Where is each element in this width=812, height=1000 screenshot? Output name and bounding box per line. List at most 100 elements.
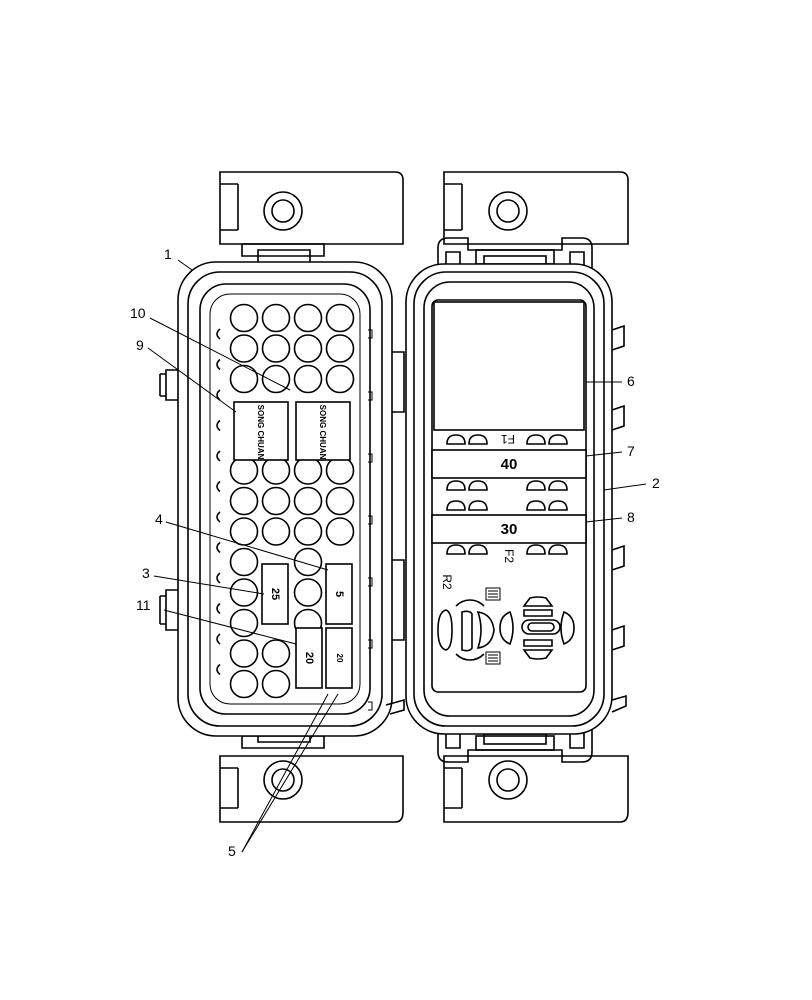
cover-fuse-slot: [446, 480, 466, 491]
terminal-cavity: [229, 364, 259, 394]
edge-notch: [368, 329, 373, 339]
terminal-cavity: [229, 303, 259, 333]
cover-fuse-slot: [468, 500, 488, 511]
terminal-cavity: [325, 334, 355, 363]
edge-pin: [216, 633, 221, 645]
cover-fuse-slot: [548, 480, 568, 491]
marking-r2: R2: [440, 574, 454, 590]
callout-7: 7: [627, 443, 635, 459]
callout-3: 3: [142, 565, 150, 581]
edge-pin: [216, 663, 221, 676]
terminal-cavity: [325, 303, 355, 333]
edge-pin: [216, 541, 221, 554]
callout-6: 6: [627, 373, 635, 389]
cover-small-slots: [485, 587, 501, 665]
edge-pin: [216, 358, 221, 371]
fuse-5-label: 5: [333, 591, 345, 597]
callout-10: 10: [130, 305, 146, 321]
maxi-fuse-30-label: 30: [501, 521, 518, 538]
right-fuse-box-cover: 40 30 F1 F2 R2: [385, 171, 629, 823]
marking-f1: F1: [501, 432, 515, 446]
callout-8: 8: [627, 509, 635, 525]
terminal-cavity: [325, 364, 355, 394]
terminal-cavity: [293, 334, 323, 363]
callout-2: 2: [652, 475, 660, 491]
edge-pin: [216, 480, 221, 493]
terminal-cavity: [325, 517, 355, 546]
terminal-cavity: [229, 334, 259, 363]
callout-5: 5: [228, 843, 236, 859]
cover-fuse-slot: [526, 480, 546, 491]
cover-fuse-slot: [468, 434, 488, 445]
edge-notch: [368, 391, 373, 401]
terminal-cavity: [293, 364, 323, 394]
terminal-cavity: [293, 486, 323, 516]
fuse-20-a: [295, 627, 323, 689]
terminal-cavity: [261, 517, 291, 546]
terminal-cavity: [293, 547, 323, 577]
terminal-cavity: [229, 547, 259, 577]
edge-notch: [368, 453, 373, 463]
cover-fuse-slot: [526, 500, 546, 511]
relay-socket-right: [499, 596, 575, 660]
terminal-cavity: [261, 639, 291, 668]
cover-fuse-slot: [548, 544, 568, 555]
fuse-5: [325, 563, 353, 625]
cover-relay-block: [433, 301, 585, 431]
terminal-cavity: [293, 578, 323, 607]
terminal-cavity: [293, 517, 323, 546]
terminal-cavity: [261, 364, 291, 394]
left-fuse-box-open: SONG CHUAN SONG CHUAN 25 5 20 20: [159, 171, 405, 823]
cover-fuse-slot: [446, 434, 466, 445]
terminal-cavity: [261, 303, 291, 333]
maxi-fuse-40: [431, 449, 587, 479]
terminal-cavity: [229, 639, 259, 668]
cover-fuse-slot: [526, 434, 546, 445]
cover-fuse-slot: [468, 480, 488, 491]
edge-notch: [368, 577, 373, 587]
callout-9: 9: [136, 337, 144, 353]
edge-notch: [368, 701, 373, 711]
edge-notch: [368, 639, 373, 649]
callout-1: 1: [164, 246, 172, 262]
maxi-fuse-30: [431, 514, 587, 544]
cover-fuse-slot: [548, 434, 568, 445]
relay-left: [233, 401, 289, 461]
terminal-cavity: [229, 486, 259, 516]
relay-right-label: SONG CHUAN: [318, 405, 327, 460]
cover-fuse-slot: [446, 500, 466, 511]
edge-pin: [216, 572, 221, 584]
terminal-cavity: [293, 303, 323, 333]
edge-pin: [216, 419, 221, 432]
fuse-20-a-label: 20: [303, 652, 315, 664]
terminal-cavity: [229, 608, 259, 638]
terminal-cavity: [261, 669, 291, 699]
maxi-fuse-40-label: 40: [501, 456, 518, 473]
terminal-cavity: [229, 669, 259, 699]
terminal-cavity: [325, 486, 355, 516]
callout-4: 4: [155, 511, 163, 527]
fuse-20-b: [325, 627, 353, 689]
callout-leaders: [147, 259, 647, 853]
cover-fuse-slot: [526, 544, 546, 555]
marking-f2: F2: [502, 549, 516, 563]
terminal-cavity: [261, 334, 291, 363]
fuse-25: [261, 563, 289, 625]
terminal-cavity: [261, 486, 291, 516]
callout-11: 11: [136, 597, 151, 613]
edge-notch: [368, 515, 373, 525]
relay-left-label: SONG CHUAN: [256, 405, 265, 460]
edge-pin: [216, 602, 221, 615]
cover-fuse-slot: [446, 544, 466, 555]
edge-pin: [216, 328, 221, 340]
fuse-25-label: 25: [269, 588, 281, 600]
cover-fuse-slot: [548, 500, 568, 511]
fuse-20-b-label: 20: [335, 654, 344, 663]
relay-socket-left: [437, 599, 495, 661]
cover-fuse-slot: [468, 544, 488, 555]
relay-right: [295, 401, 351, 461]
edge-pin: [216, 450, 221, 462]
edge-pin: [216, 511, 221, 523]
